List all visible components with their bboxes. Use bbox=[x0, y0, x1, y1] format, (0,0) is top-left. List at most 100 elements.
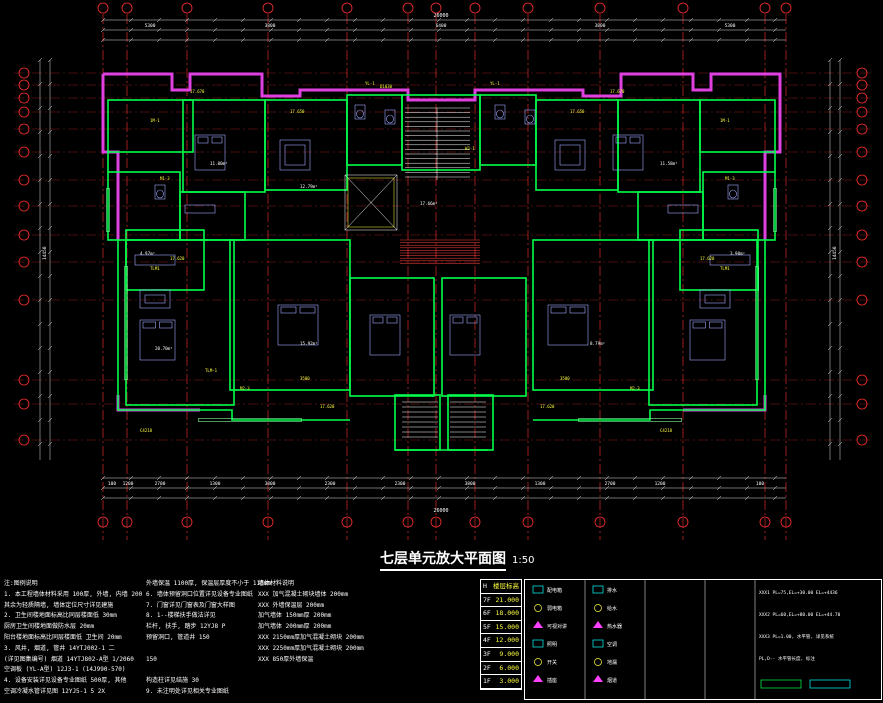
stair-elevator bbox=[344, 107, 486, 438]
label-text: 3800 bbox=[265, 23, 276, 29]
dimension-tick bbox=[827, 225, 833, 231]
dimension-tick bbox=[576, 17, 582, 23]
dimension-tick bbox=[660, 17, 666, 23]
note-line bbox=[146, 665, 271, 676]
note-line: 其余为轻质隔墙, 墙体定位尺寸详见建施 bbox=[4, 601, 114, 609]
dimension-tick bbox=[37, 369, 43, 375]
axis-bubble bbox=[430, 2, 442, 14]
dimension-tick bbox=[240, 475, 246, 481]
note-line bbox=[146, 644, 271, 655]
dimension-tick bbox=[380, 475, 386, 481]
label-text: 1300 bbox=[210, 481, 221, 487]
note-line: 外墙保温 1100厚, 保温层厚度不小于 110mm bbox=[146, 580, 271, 587]
dimension-tick bbox=[240, 495, 246, 501]
label-text: 2300 bbox=[325, 481, 336, 487]
legend-label: 空调 bbox=[607, 641, 617, 648]
axis-bubble bbox=[856, 67, 868, 79]
dimension-tick bbox=[47, 57, 53, 63]
dimension-tick bbox=[632, 475, 638, 481]
dimension-tick bbox=[464, 17, 470, 23]
dimension-tick bbox=[47, 129, 53, 135]
dimension-tick bbox=[352, 485, 358, 491]
dimension-tick bbox=[744, 475, 750, 481]
legend-symbol bbox=[532, 585, 544, 594]
dimension-tick bbox=[827, 105, 833, 111]
dimension-tick bbox=[548, 475, 554, 481]
dimension-tick bbox=[436, 475, 442, 481]
wall-outline bbox=[349, 277, 435, 397]
dimension-tick bbox=[576, 485, 582, 491]
dimension-tick bbox=[604, 37, 610, 43]
toilet-bowl bbox=[156, 189, 164, 199]
dimension-tick bbox=[324, 17, 330, 23]
toilet-bowl bbox=[526, 114, 534, 124]
table bbox=[704, 294, 726, 304]
room-area-label: 8.79m² bbox=[590, 341, 605, 346]
window-frame bbox=[106, 188, 110, 232]
dimension-tick bbox=[47, 201, 53, 207]
dimension-tick bbox=[827, 57, 833, 63]
axis-bubble bbox=[18, 146, 30, 158]
dimension-tick bbox=[100, 485, 106, 491]
dimension-tick bbox=[744, 27, 750, 33]
dimension-tick bbox=[240, 17, 246, 23]
dimension-tick bbox=[184, 37, 190, 43]
dimension-tick bbox=[156, 37, 162, 43]
bed bbox=[449, 314, 481, 356]
dimension-tick bbox=[37, 57, 43, 63]
dimension-tick bbox=[837, 177, 843, 183]
dimension-tick bbox=[212, 485, 218, 491]
annotation-label: 17.670 bbox=[610, 89, 625, 94]
dimension-tick bbox=[604, 27, 610, 33]
annotation-label: 3500 bbox=[300, 376, 310, 381]
dimension-tick bbox=[576, 475, 582, 481]
floor-name: H bbox=[483, 582, 487, 590]
axis-bubble bbox=[780, 516, 792, 528]
legend-symbol bbox=[594, 604, 602, 612]
dimension-tick bbox=[156, 17, 162, 23]
pillow bbox=[569, 306, 586, 314]
window-frame bbox=[755, 266, 759, 380]
bed bbox=[139, 319, 176, 361]
dimension-tick bbox=[492, 485, 498, 491]
dimension-tick bbox=[296, 37, 302, 43]
axis-bubble bbox=[18, 174, 30, 186]
annotation-label: M2-3 bbox=[630, 386, 640, 391]
axis-bubble bbox=[181, 516, 193, 528]
dimension-tick bbox=[184, 475, 190, 481]
dimension-tick bbox=[268, 37, 274, 43]
note-line: 墙体材料说明 bbox=[258, 580, 295, 587]
toilet-bowl bbox=[386, 114, 394, 124]
dimension-tick bbox=[837, 249, 843, 255]
label-text: 1200 bbox=[123, 481, 134, 487]
note-line: 空调板 (YL-A型) 12J3-1 (14J990-570) bbox=[4, 666, 126, 674]
floor-elevation: 15.000 bbox=[495, 622, 519, 631]
label-text: 26000 bbox=[433, 13, 448, 19]
dimension-tick bbox=[772, 495, 778, 501]
dimension-tick bbox=[716, 27, 722, 33]
dimension-tick bbox=[716, 17, 722, 23]
label-text: 5300 bbox=[145, 23, 156, 29]
dimension-tick bbox=[156, 475, 162, 481]
axis-bubble bbox=[856, 256, 868, 268]
dimension-tick bbox=[37, 249, 43, 255]
dimension-tick bbox=[688, 27, 694, 33]
dimension-tick bbox=[632, 495, 638, 501]
dimension-tick bbox=[837, 57, 843, 63]
annotation-label: 17.620 bbox=[170, 256, 185, 261]
dimension-tick bbox=[184, 495, 190, 501]
wall-outline bbox=[179, 191, 246, 241]
dimension-tick bbox=[47, 105, 53, 111]
axis-bubble bbox=[522, 516, 534, 528]
dimension-tick bbox=[464, 37, 470, 43]
dimension-tick bbox=[408, 485, 414, 491]
sofa bbox=[554, 139, 586, 171]
bed bbox=[277, 304, 319, 346]
wall-outline bbox=[479, 94, 537, 166]
floor-name: 1F bbox=[483, 677, 491, 686]
dimension-tick bbox=[156, 485, 162, 491]
dimension-tick bbox=[548, 485, 554, 491]
